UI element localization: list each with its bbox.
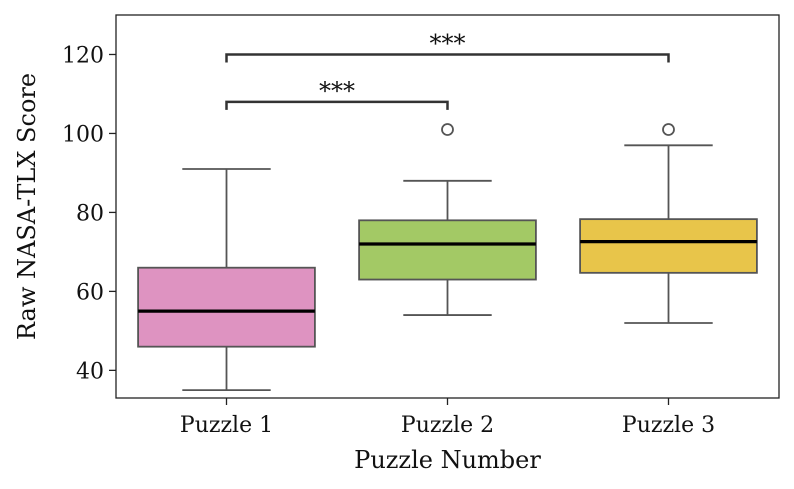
plot-area: *** ***: [137, 29, 758, 392]
significance-label: ***: [319, 77, 355, 105]
y-tick-label: 40: [76, 359, 104, 384]
x-tick-label: Puzzle 3: [622, 413, 715, 438]
significance-bracket: [225, 53, 670, 63]
significance-label: ***: [430, 29, 466, 57]
x-axis-label: Puzzle Number: [354, 446, 541, 474]
y-tick-label: 120: [62, 43, 104, 68]
significance-bracket: [225, 100, 449, 110]
x-tick-label: Puzzle 1: [180, 413, 273, 438]
x-tick-label: Puzzle 2: [401, 413, 494, 438]
y-axis-label: Raw NASA-TLX Score: [13, 73, 41, 340]
outlier-point: [441, 123, 454, 136]
y-tick-label: 60: [76, 280, 104, 305]
box-iqr: [137, 266, 316, 348]
outlier-point: [662, 123, 675, 136]
y-tick-label: 100: [62, 122, 104, 147]
box-iqr: [579, 218, 758, 274]
y-tick-label: 80: [76, 201, 104, 226]
box-iqr: [358, 219, 537, 281]
